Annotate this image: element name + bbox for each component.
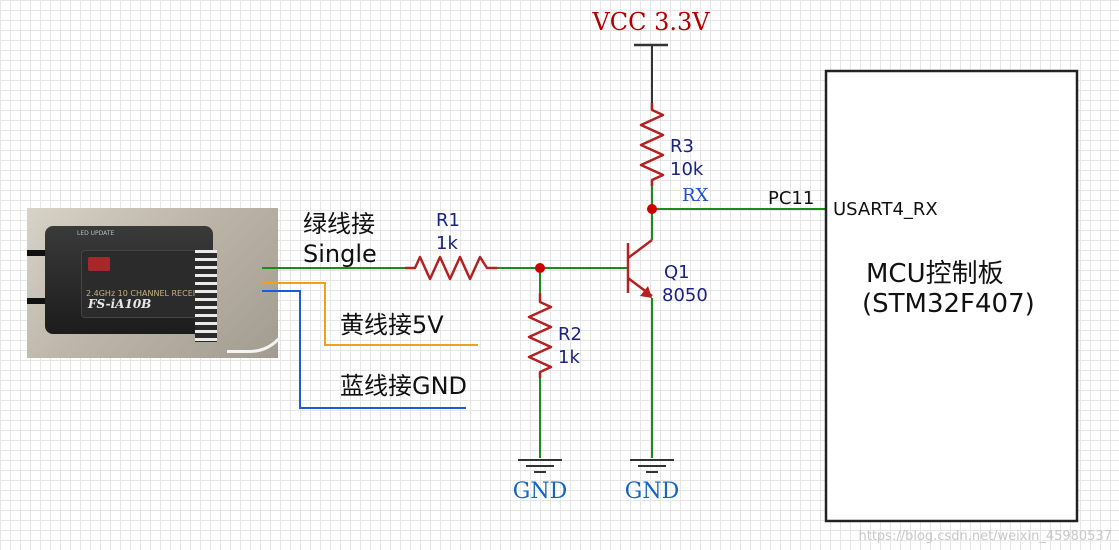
receiver-label: 2.4GHz 10 CHANNEL RECEIVER FS-iA10B — [81, 250, 212, 318]
blue-gnd-wire — [262, 290, 466, 409]
receiver-photo: LED UPDATE 2.4GHz 10 CHANNEL RECEIVER FS… — [27, 208, 278, 358]
gnd-left-label: GND — [513, 479, 567, 504]
r1-value-label: 1k — [436, 233, 458, 254]
rx-label: RX — [682, 185, 709, 206]
receiver-pin-header — [195, 250, 217, 342]
antenna-left-bottom — [27, 298, 49, 304]
r2-label: R2 — [558, 324, 582, 345]
r1-resistor — [405, 255, 497, 281]
green-wire-label-line2: Single — [303, 240, 377, 268]
mcu-chip-label: (STM32F407) — [862, 289, 1035, 319]
r2-value-label: 1k — [558, 347, 580, 368]
junction-dot-collector-node — [647, 204, 657, 214]
mcu-title-label: MCU控制板 — [866, 259, 1004, 289]
q1-label: Q1 — [664, 262, 690, 283]
receiver-top-text: LED UPDATE — [77, 230, 115, 237]
watermark-text: https://blog.csdn.net/weixin_45980537 — [858, 529, 1112, 544]
receiver-channel-text: 2.4GHz 10 CHANNEL RECEIVER — [86, 289, 212, 298]
r1-label: R1 — [436, 210, 460, 231]
antenna-left-top — [27, 250, 49, 256]
ground-symbol-right — [630, 459, 674, 473]
yellow-wire-label: 黄线接5V — [340, 311, 444, 339]
mcu-block — [824, 69, 1079, 523]
usart-label: USART4_RX — [833, 199, 938, 220]
vcc-label: VCC 3.3V — [591, 8, 710, 36]
white-cable — [227, 270, 278, 353]
q1-part-label: 8050 — [662, 285, 708, 306]
yellow-5v-wire — [262, 282, 478, 346]
receiver-case: LED UPDATE 2.4GHz 10 CHANNEL RECEIVER FS… — [45, 226, 217, 342]
r3-label: R3 — [670, 136, 694, 157]
receiver-model: FS-iA10B — [88, 297, 152, 311]
q1-emitter-arrow — [640, 286, 652, 298]
r2-resistor — [527, 293, 553, 378]
pc11-label: PC11 — [768, 188, 814, 209]
brand-logo-icon — [88, 257, 110, 271]
r3-resistor — [639, 103, 665, 186]
green-wire-label-line1: 绿线接 — [303, 210, 375, 238]
gnd-right-label: GND — [625, 479, 679, 504]
junction-dot-base-node — [535, 263, 545, 273]
r3-value-label: 10k — [670, 159, 704, 180]
ground-symbol-left — [518, 459, 562, 473]
blue-wire-label: 蓝线接GND — [340, 372, 467, 400]
